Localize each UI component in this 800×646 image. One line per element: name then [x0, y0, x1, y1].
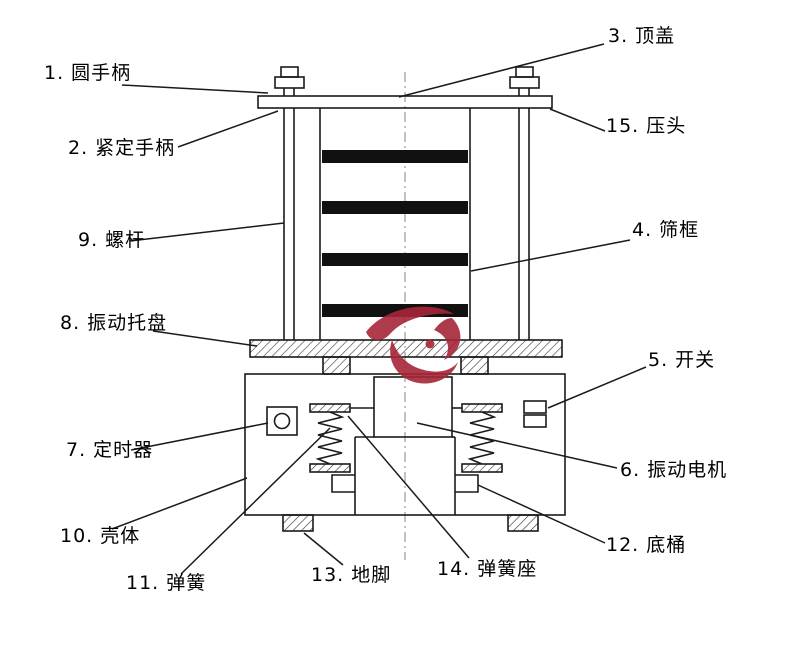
- right-screw-rod: [518, 108, 530, 340]
- logo-watermark: [366, 306, 461, 384]
- right-round-handle: [509, 66, 540, 96]
- left-foot: [282, 514, 314, 532]
- label-foot: 13. 地脚: [311, 564, 392, 586]
- label-bottom-barrel: 12. 底桶: [606, 534, 687, 556]
- switch: [523, 400, 547, 428]
- bottom-barrel: [331, 436, 479, 515]
- leader-switch: [547, 366, 647, 409]
- label-spring: 11. 弹簧: [126, 572, 207, 594]
- leader-sieve-frame: [470, 239, 631, 272]
- leader-vibration-motor: [416, 422, 618, 469]
- vibration-tray: [249, 339, 563, 358]
- leader-vibration-tray: [152, 330, 258, 347]
- leader-lines: [111, 43, 647, 575]
- label-sieve-frame: 4. 筛框: [632, 219, 700, 241]
- left-spring-assembly: [309, 403, 351, 473]
- label-top-cover: 3. 顶盖: [608, 25, 676, 47]
- leader-timer: [130, 422, 269, 451]
- leader-screw-rod: [129, 222, 285, 242]
- leader-bottom-barrel: [477, 484, 606, 544]
- leader-spring-seat: [347, 415, 470, 559]
- sieve-frame-bars: [322, 150, 468, 317]
- left-standoff: [322, 356, 351, 375]
- label-round-handle: 1. 圆手柄: [44, 62, 132, 84]
- label-timer: 7. 定时器: [66, 439, 154, 461]
- label-vibration-tray: 8. 振动托盘: [60, 312, 168, 334]
- label-press-head: 15. 压头: [606, 115, 687, 137]
- leader-round-handle: [121, 84, 269, 94]
- left-round-handle: [274, 66, 305, 96]
- leader-top-cover: [398, 43, 605, 98]
- sieve-stack: [319, 108, 471, 340]
- timer: [266, 406, 298, 436]
- leader-press-head: [549, 108, 606, 132]
- leader-foot: [303, 532, 344, 566]
- right-foot: [507, 514, 539, 532]
- label-screw-rod: 9. 螺杆: [78, 229, 146, 251]
- left-screw-rod: [283, 108, 295, 340]
- label-locking-handle: 2. 紧定手柄: [68, 137, 176, 159]
- label-switch: 5. 开关: [648, 349, 716, 371]
- right-standoff: [460, 356, 489, 375]
- label-spring-seat: 14. 弹簧座: [437, 558, 538, 580]
- label-housing: 10. 壳体: [60, 525, 141, 547]
- leader-locking-handle: [177, 110, 279, 148]
- leader-spring: [180, 427, 331, 575]
- leader-housing: [111, 477, 248, 530]
- label-vibration-motor: 6. 振动电机: [620, 459, 728, 481]
